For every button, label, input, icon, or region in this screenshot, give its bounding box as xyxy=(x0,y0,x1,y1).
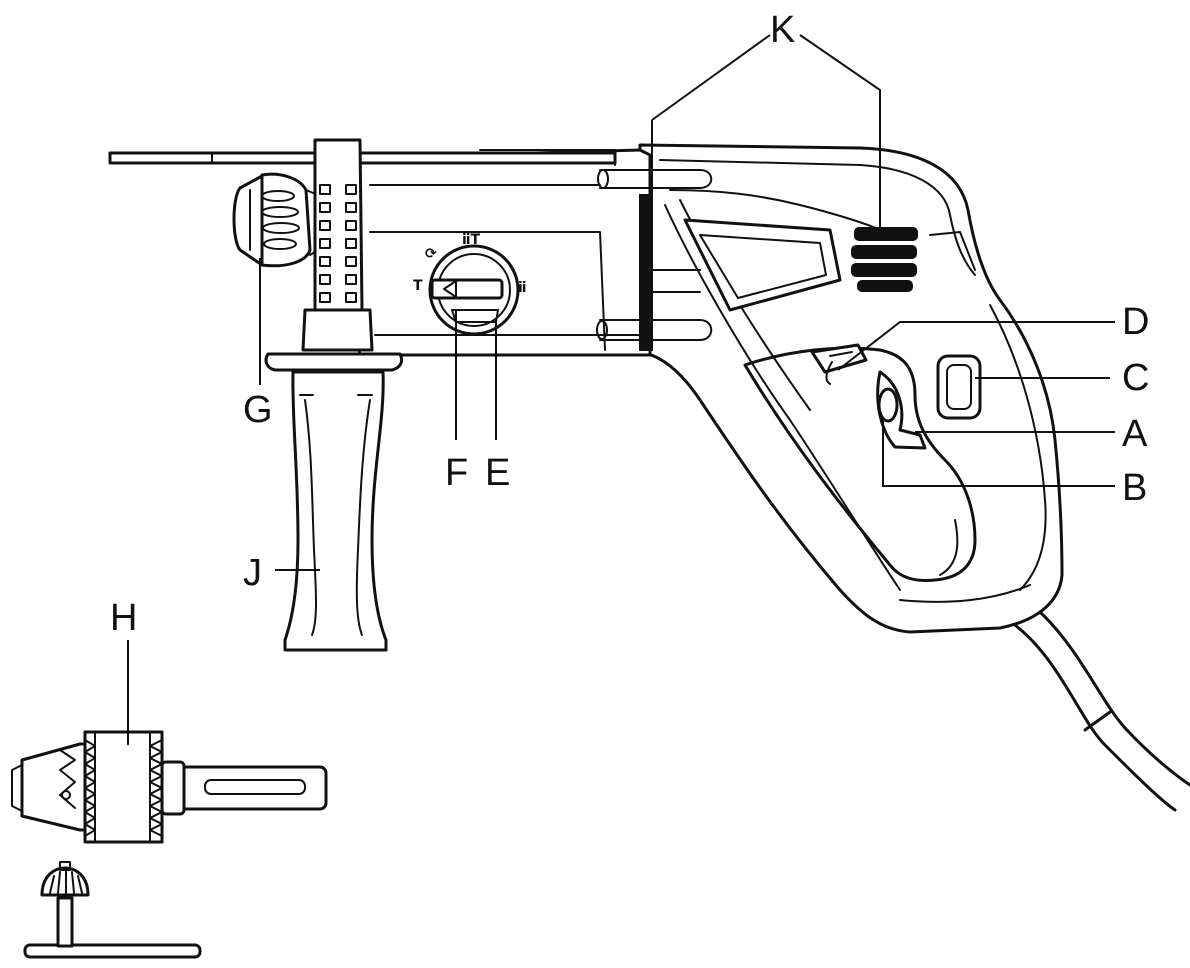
clamp-teeth xyxy=(319,184,357,303)
front-vent-recess xyxy=(683,218,842,312)
callout-labels: K D C A B G F E J H xyxy=(110,9,1149,639)
leader-lines xyxy=(127,34,1115,745)
label-j: J xyxy=(243,552,262,594)
label-d: D xyxy=(1122,301,1149,343)
ventilation-slots xyxy=(851,227,918,292)
label-k: K xyxy=(770,9,795,51)
hammer-mode-icon: T xyxy=(413,278,423,294)
label-f: F xyxy=(445,452,468,494)
label-e: E xyxy=(485,452,510,494)
quick-chuck xyxy=(232,172,319,268)
auxiliary-handle xyxy=(264,138,404,652)
speed-wheel[interactable] xyxy=(936,354,982,420)
drill-mode-icon: ⟳ xyxy=(425,246,437,262)
mode-selector[interactable]: T ⟳ ⅱT ⅱ xyxy=(413,232,527,336)
selector-arrow-icon xyxy=(443,280,457,298)
label-a: A xyxy=(1122,413,1148,455)
lock-button[interactable] xyxy=(877,387,899,423)
depth-stop-rod xyxy=(108,149,617,166)
hammer-drill-mode-icon: ⅱT xyxy=(462,232,481,248)
label-c: C xyxy=(1122,357,1149,399)
chisel-mode-icon: ⅱ xyxy=(518,280,527,296)
label-h: H xyxy=(110,597,137,639)
keyed-chuck xyxy=(11,730,328,844)
drill-housing xyxy=(638,143,1064,634)
power-cord xyxy=(1013,610,1190,812)
label-g: G xyxy=(243,389,273,431)
trigger-assembly xyxy=(810,343,982,450)
chuck-key xyxy=(23,861,202,959)
label-b: B xyxy=(1122,467,1147,509)
